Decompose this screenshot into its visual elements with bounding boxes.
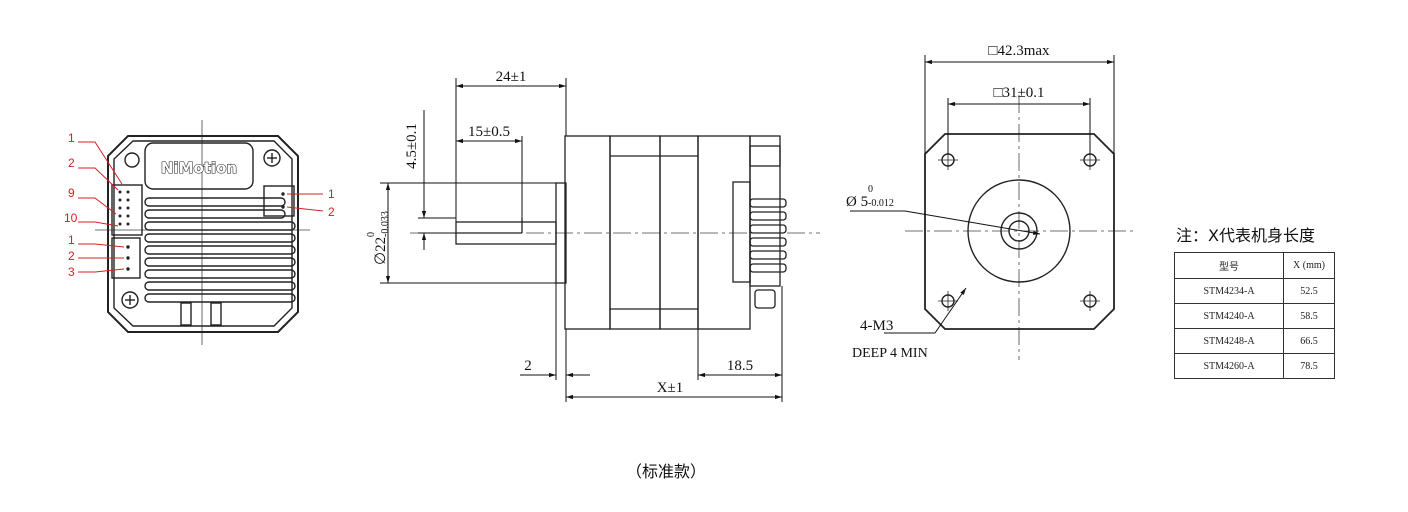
pin-label-1-top: 1 xyxy=(68,131,75,145)
thread-spec: 4-M3 xyxy=(860,318,893,334)
cell-model: STM4248-A xyxy=(1174,328,1284,354)
pin-callouts xyxy=(78,141,324,273)
header-model: 型号 xyxy=(1174,252,1284,279)
front-dimensions xyxy=(850,55,1115,334)
svg-text:∅22: ∅22 xyxy=(373,237,389,265)
dim-boss-height: 2 xyxy=(524,358,532,374)
cell-x: 66.5 xyxy=(1283,328,1335,354)
side-view xyxy=(410,135,820,330)
table-row: STM4248-A 66.5 xyxy=(1174,328,1335,354)
svg-text:0: 0 xyxy=(868,184,873,195)
cell-x: 78.5 xyxy=(1283,353,1335,379)
dim-shaft-diameter: Ø 5 0 -0.012 xyxy=(846,184,894,210)
dim-body-length: X±1 xyxy=(657,380,684,396)
dim-frame-size: □42.3max xyxy=(988,43,1050,59)
rear-view xyxy=(95,120,310,345)
cell-x: 58.5 xyxy=(1283,303,1335,329)
brand-logo: NiMotion xyxy=(161,159,237,177)
pin-label-2-right: 2 xyxy=(328,205,335,219)
svg-text:-0.033: -0.033 xyxy=(380,211,391,237)
table-row: STM4260-A 78.5 xyxy=(1174,353,1335,379)
pin-label-1-right: 1 xyxy=(328,187,335,201)
dim-flat-length: 15±0.5 xyxy=(468,124,510,140)
cell-x: 52.5 xyxy=(1283,278,1335,304)
table-note: 注：X代表机身长度 xyxy=(1176,226,1315,245)
dim-driver-length: 18.5 xyxy=(727,358,753,374)
side-dimensions xyxy=(380,78,783,402)
dim-hole-spacing: □31±0.1 xyxy=(993,85,1044,101)
svg-text:-0.012: -0.012 xyxy=(868,198,894,209)
dim-flat-depth: 4.5±0.1 xyxy=(404,123,420,169)
pin-label-2-top: 2 xyxy=(68,156,75,170)
drawing-caption: （标准款） xyxy=(626,462,707,481)
table-header-row: 型号 X (mm) xyxy=(1174,252,1335,279)
svg-text:0: 0 xyxy=(366,232,377,237)
cell-model: STM4260-A xyxy=(1174,353,1284,379)
dim-shaft-length: 24±1 xyxy=(496,69,527,85)
table-row: STM4234-A 52.5 xyxy=(1174,278,1335,304)
model-length-table: 型号 X (mm) STM4234-A 52.5 STM4240-A 58.5 … xyxy=(1174,252,1335,379)
table-row: STM4240-A 58.5 xyxy=(1174,303,1335,329)
thread-depth: DEEP 4 MIN xyxy=(852,346,928,361)
header-x: X (mm) xyxy=(1283,252,1335,279)
dim-boss-diameter: ∅22 0 -0.033 xyxy=(366,211,391,265)
front-view xyxy=(905,95,1135,360)
cell-model: STM4240-A xyxy=(1174,303,1284,329)
pin-label-9: 9 xyxy=(68,186,75,200)
pin-label-2-mid: 2 xyxy=(68,249,75,263)
svg-text:Ø 5: Ø 5 xyxy=(846,194,868,210)
pin-label-3-mid: 3 xyxy=(68,265,75,279)
cell-model: STM4234-A xyxy=(1174,278,1284,304)
pin-label-1-mid: 1 xyxy=(68,233,75,247)
pin-label-10: 10 xyxy=(64,211,78,225)
